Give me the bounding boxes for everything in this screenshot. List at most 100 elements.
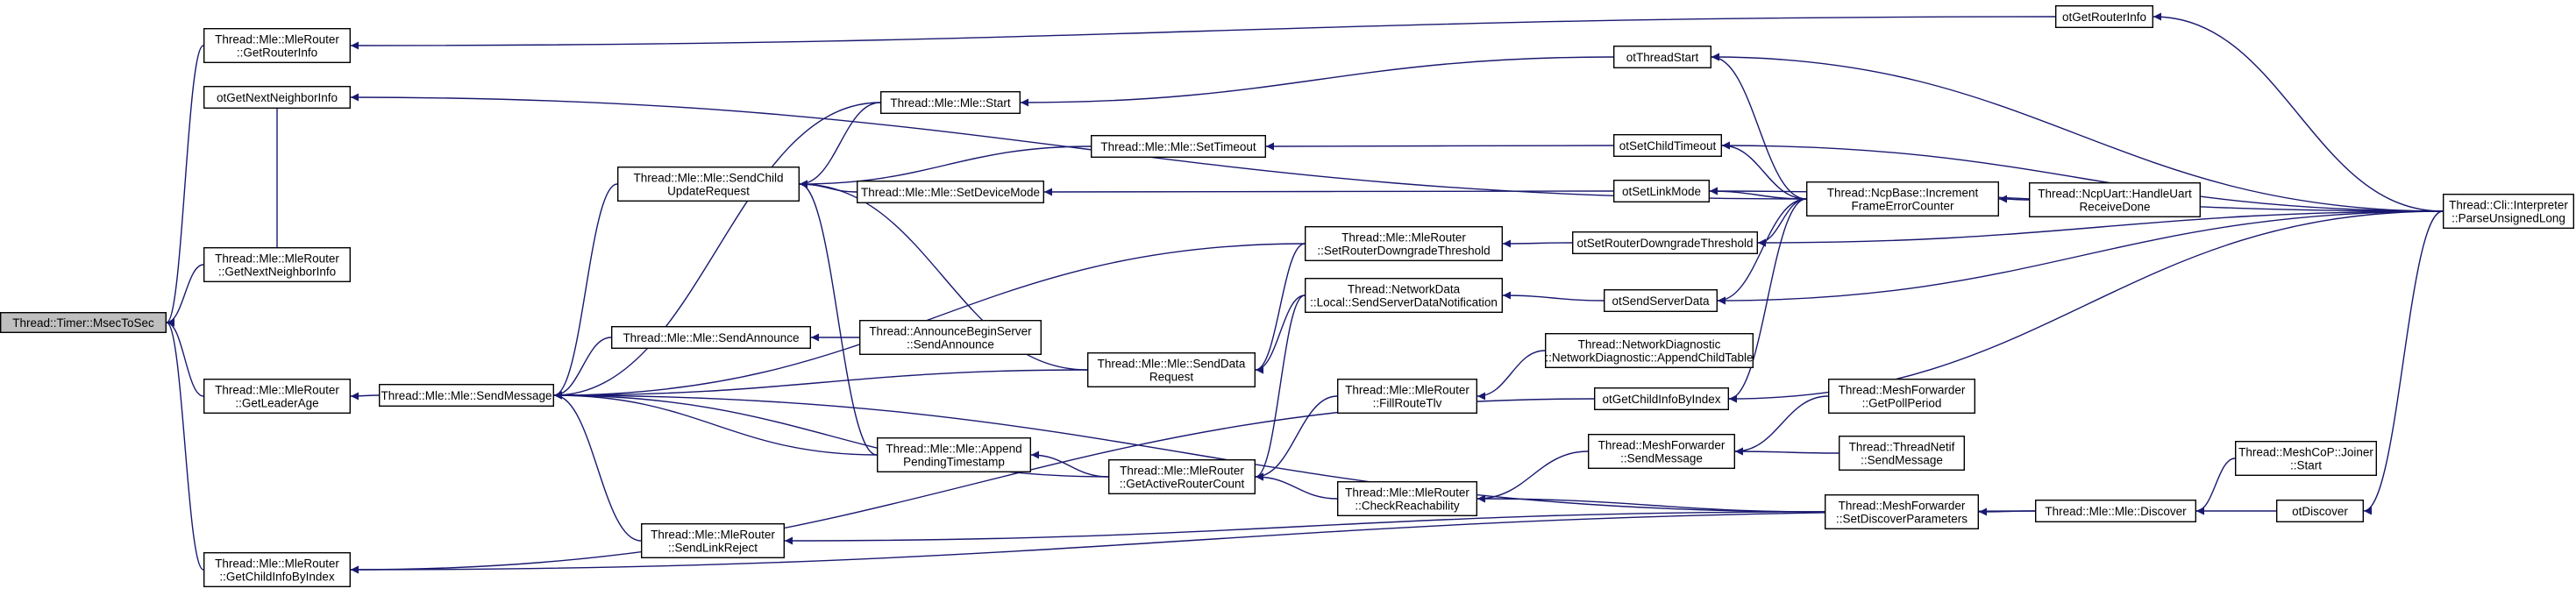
node-mesh-get-poll-period[interactable]: Thread::MeshForwarder::GetPollPeriod [1827, 379, 1975, 415]
node-fill-route-tlv[interactable]: Thread::Mle::MleRouter::FillRouteTlv [1336, 379, 1477, 415]
node-mle-discover[interactable]: Thread::Mle::Mle::Discover [2034, 500, 2196, 523]
edge-ot-get-router-info-to-get-router-info [350, 16, 2056, 50]
node-label: ::GetRouterInfo [237, 46, 317, 60]
node-label: Thread::Mle::MleRouter [215, 557, 339, 571]
edge-send-link-reject-to-send-message [553, 391, 642, 542]
node-box [2054, 4, 2153, 29]
node-get-next-neighbor-info[interactable]: Thread::Mle::MleRouter::GetNextNeighborI… [203, 247, 352, 283]
edge-send-server-data-notification-to-get-active-router-count [1255, 294, 1306, 481]
node-label: ::NetworkDiagnostic::AppendChildTable [1545, 351, 1753, 365]
node-label: Thread::MeshForwarder [1839, 384, 1966, 397]
edge-send-announce-to-send-message [553, 337, 612, 400]
node-send-message[interactable]: Thread::Mle::Mle::SendMessage [379, 384, 555, 408]
node-get-leader-age[interactable]: Thread::Mle::MleRouter::GetLeaderAge [203, 379, 352, 415]
node-label: Thread::Mle::MleRouter [651, 529, 775, 542]
edge-set-router-downgrade-threshold-to-send-message [553, 243, 1306, 400]
node-box [379, 384, 555, 408]
node-label: ::GetNextNeighborInfo [218, 266, 336, 279]
node-get-active-router-count[interactable]: Thread::Mle::MleRouter::GetActiveRouterC… [1107, 459, 1256, 495]
node-mesh-send-message[interactable]: Thread::MeshForwarder::SendMessage [1587, 434, 1735, 470]
node-box [203, 247, 352, 283]
node-box [203, 552, 352, 588]
node-box [1304, 278, 1503, 314]
node-box [1086, 352, 1256, 388]
node-label: ::CheckReachability [1355, 500, 1460, 513]
edge-append-pending-timestamp-to-send-message [553, 391, 878, 456]
node-label: Thread::Mle::Mle::SendAnnounce [623, 331, 799, 344]
node-label: Thread::Mle::Mle::Append [886, 443, 1021, 456]
node-send-announce[interactable]: Thread::Mle::Mle::SendAnnounce [611, 326, 812, 350]
node-box [2034, 500, 2196, 523]
edge-set-discover-parameters-to-send-link-reject [784, 511, 1825, 545]
node-announce-begin[interactable]: Thread::AnnounceBeginServer::SendAnnounc… [859, 320, 1042, 356]
edge-mle-discover-to-get-child-info-by-index [350, 510, 2036, 574]
node-ot-set-link-mode[interactable]: otSetLinkMode [1612, 179, 1710, 202]
node-label: ::GetLeaderAge [235, 397, 318, 410]
edge-ot-thread-start-to-mle-start [1020, 56, 1614, 107]
edge-parse-unsigned-long-to-ot-discover [2363, 210, 2444, 515]
node-ot-get-router-info[interactable]: otGetRouterInfo [2054, 4, 2153, 29]
node-ot-set-router-downgrade-threshold[interactable]: otSetRouterDowngradeThreshold [1571, 231, 1758, 255]
node-set-discover-parameters[interactable]: Thread::MeshForwarder::SetDiscoverParame… [1824, 494, 1979, 530]
node-label: FrameErrorCounter [1851, 200, 1954, 213]
edge-increment-frame-error-counter-to-ot-get-next-neighbor-info [350, 93, 1807, 200]
node-label: Thread::Mle::Mle::SetDeviceMode [861, 186, 1040, 199]
node-set-device-mode[interactable]: Thread::Mle::Mle::SetDeviceMode [857, 180, 1045, 203]
node-label: ::SetRouterDowngradeThreshold [1317, 245, 1490, 258]
node-box [1824, 494, 1979, 530]
node-ot-thread-start[interactable]: otThreadStart [1612, 46, 1711, 69]
node-thread-netif-send-message[interactable]: Thread::ThreadNetif::SendMessage [1838, 436, 1965, 472]
node-ot-discover[interactable]: otDiscover [2275, 500, 2364, 523]
edge-send-data-request-to-send-child-update-request [799, 180, 1088, 371]
node-get-router-info[interactable]: Thread::Mle::MleRouter::GetRouterInfo [203, 28, 352, 63]
node-label: PendingTimestamp [903, 456, 1005, 469]
edge-increment-frame-error-counter-to-ot-thread-start [1711, 53, 1807, 200]
edge-parse-unsigned-long-to-ot-get-child-info-by-index [1728, 210, 2444, 403]
node-ot-send-server-data[interactable]: otSendServerData [1603, 289, 1718, 313]
node-mle-start[interactable]: Thread::Mle::Mle::Start [880, 90, 1021, 114]
node-label: Thread::Mle::MleRouter [215, 384, 339, 397]
node-label: Thread::MeshForwarder [1839, 500, 1966, 513]
node-box [0, 312, 167, 334]
node-box [859, 320, 1042, 356]
edge-check-reachability-to-get-active-router-count [1255, 472, 1338, 500]
edge-set-router-downgrade-threshold-to-send-data-request [1255, 243, 1306, 374]
node-label: Thread::Mle::MleRouter [215, 33, 339, 46]
node-m-sec-to-sec[interactable]: Thread::Timer::MsecToSec [0, 312, 167, 334]
node-label: Thread::NcpUart::HandleUart [2038, 188, 2192, 201]
node-set-router-downgrade-threshold[interactable]: Thread::Mle::MleRouter::SetRouterDowngra… [1304, 226, 1503, 262]
node-box [1587, 434, 1735, 470]
node-get-child-info-by-index[interactable]: Thread::Mle::MleRouter::GetChildInfoByIn… [203, 552, 352, 588]
node-ot-get-child-info-by-index[interactable]: otGetChildInfoByIndex [1593, 387, 1729, 411]
node-label: otSetRouterDowngradeThreshold [1576, 237, 1753, 250]
node-ot-set-child-timeout[interactable]: otSetChildTimeout [1612, 133, 1722, 157]
edge-set-timeout-to-send-child-update-request [799, 145, 1092, 188]
node-label: Thread::Mle::Mle::SetTimeout [1100, 140, 1256, 153]
node-ot-get-next-neighbor-info[interactable]: otGetNextNeighborInfo [203, 85, 352, 109]
node-send-link-reject[interactable]: Thread::Mle::MleRouter::SendLinkReject [641, 523, 786, 559]
node-label: ::ParseUnsignedLong [2451, 212, 2565, 225]
node-label: otGetRouterInfo [2062, 11, 2146, 24]
node-send-server-data-notification[interactable]: Thread::NetworkData::Local::SendServerDa… [1304, 278, 1503, 314]
node-box [1838, 436, 1965, 472]
node-check-reachability[interactable]: Thread::Mle::MleRouter::CheckReachabilit… [1336, 481, 1477, 517]
node-parse-unsigned-long[interactable]: Thread::Cli::Interpreter::ParseUnsignedL… [2442, 193, 2574, 229]
edge-ot-send-server-data-to-send-server-data-notification [1502, 291, 1605, 302]
edge-thread-netif-send-message-to-mesh-send-message [1734, 447, 1839, 456]
node-commissioner-joiner-start[interactable]: Thread::MeshCoP::Joiner::Start [2234, 441, 2377, 477]
edge-parse-unsigned-long-to-ot-set-router-downgrade-threshold [1757, 210, 2444, 247]
node-increment-frame-error-counter[interactable]: Thread::NcpBase::IncrementFrameErrorCoun… [1805, 181, 1999, 216]
node-box [1544, 333, 1754, 369]
node-box [1107, 459, 1256, 495]
node-set-timeout[interactable]: Thread::Mle::Mle::SetTimeout [1090, 134, 1266, 158]
edge-parse-unsigned-long-to-ot-thread-start [1711, 53, 2444, 212]
node-box [1805, 181, 1999, 216]
node-append-child-table[interactable]: Thread::NetworkDiagnostic::NetworkDiagno… [1544, 333, 1754, 369]
node-box [2275, 500, 2364, 523]
node-label: otGetNextNeighborInfo [217, 91, 338, 104]
